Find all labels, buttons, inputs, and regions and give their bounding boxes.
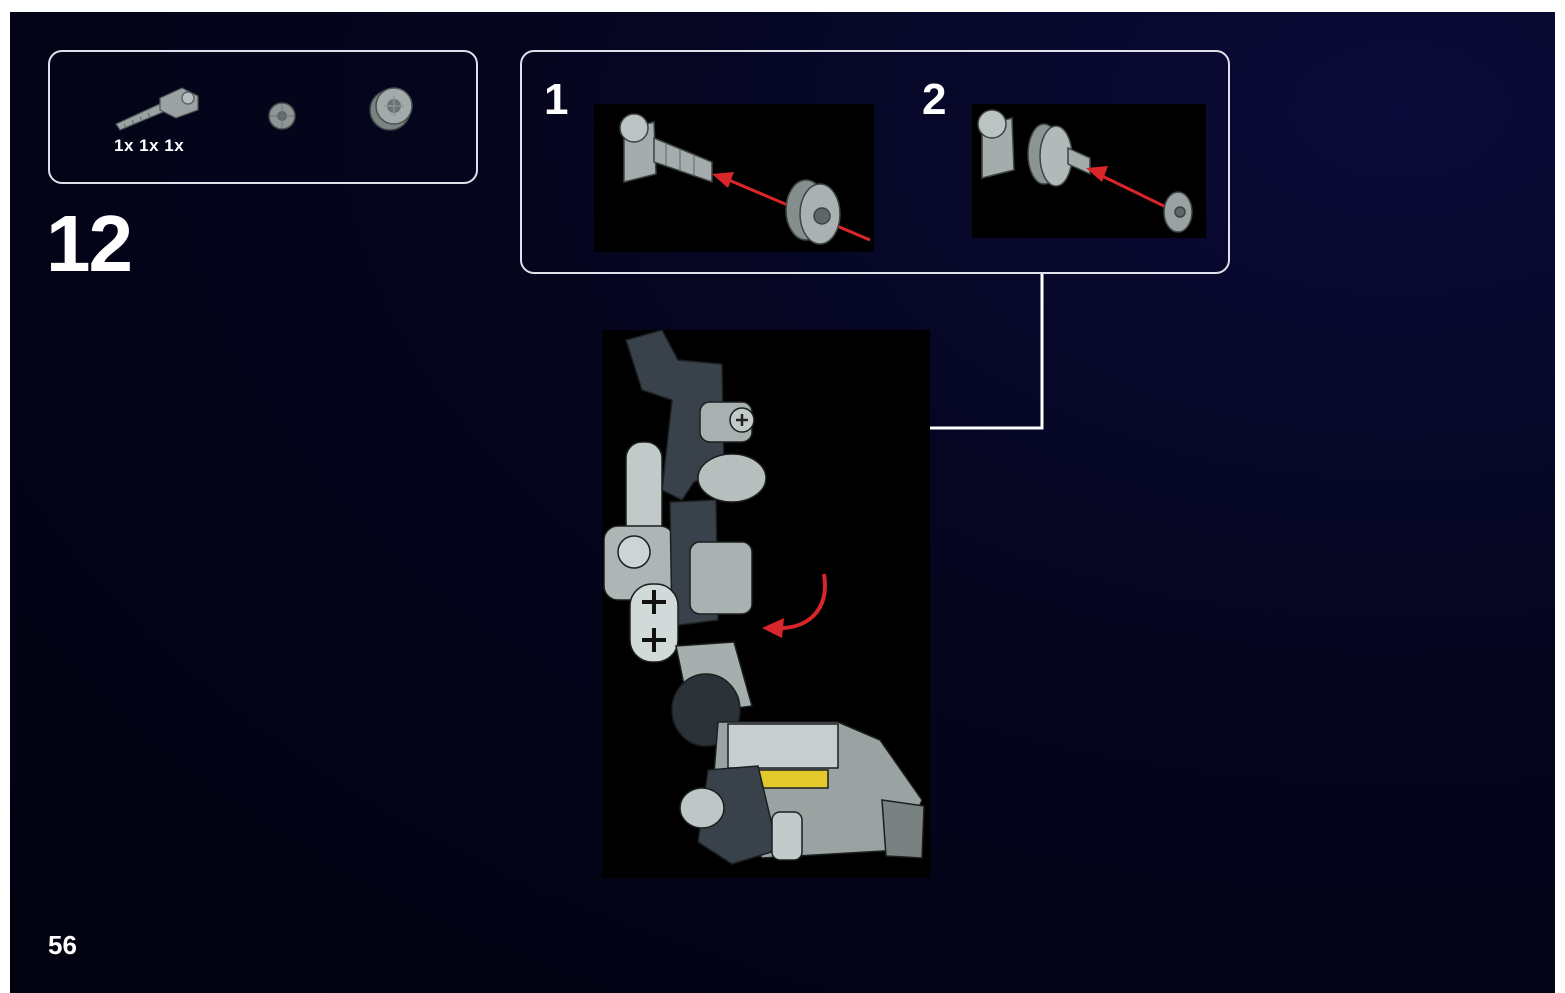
page-number: 56 (48, 930, 77, 960)
robot-arm-assembly-icon (603, 329, 925, 865)
substep-number: 2 (922, 75, 947, 124)
instruction-page: 1x 1x 1x 12 1 (10, 12, 1555, 993)
substep-2-image (972, 104, 1206, 238)
substep-1-image (594, 104, 874, 252)
subassembly-callout: 1 (520, 50, 1230, 274)
part-quantities: 1x 1x 1x (114, 136, 185, 155)
substep-number: 1 (544, 75, 569, 124)
main-model-image (602, 329, 930, 878)
parts-list-box: 1x 1x 1x (48, 50, 478, 184)
axle-with-large-bush-icon (619, 113, 871, 245)
small-bush-part-icon (268, 102, 296, 130)
axle-connector-part-icon (115, 87, 199, 131)
step-number: 12 (46, 199, 133, 288)
large-bush-part-icon (369, 87, 413, 131)
axle-with-small-bush-icon (977, 109, 1193, 233)
